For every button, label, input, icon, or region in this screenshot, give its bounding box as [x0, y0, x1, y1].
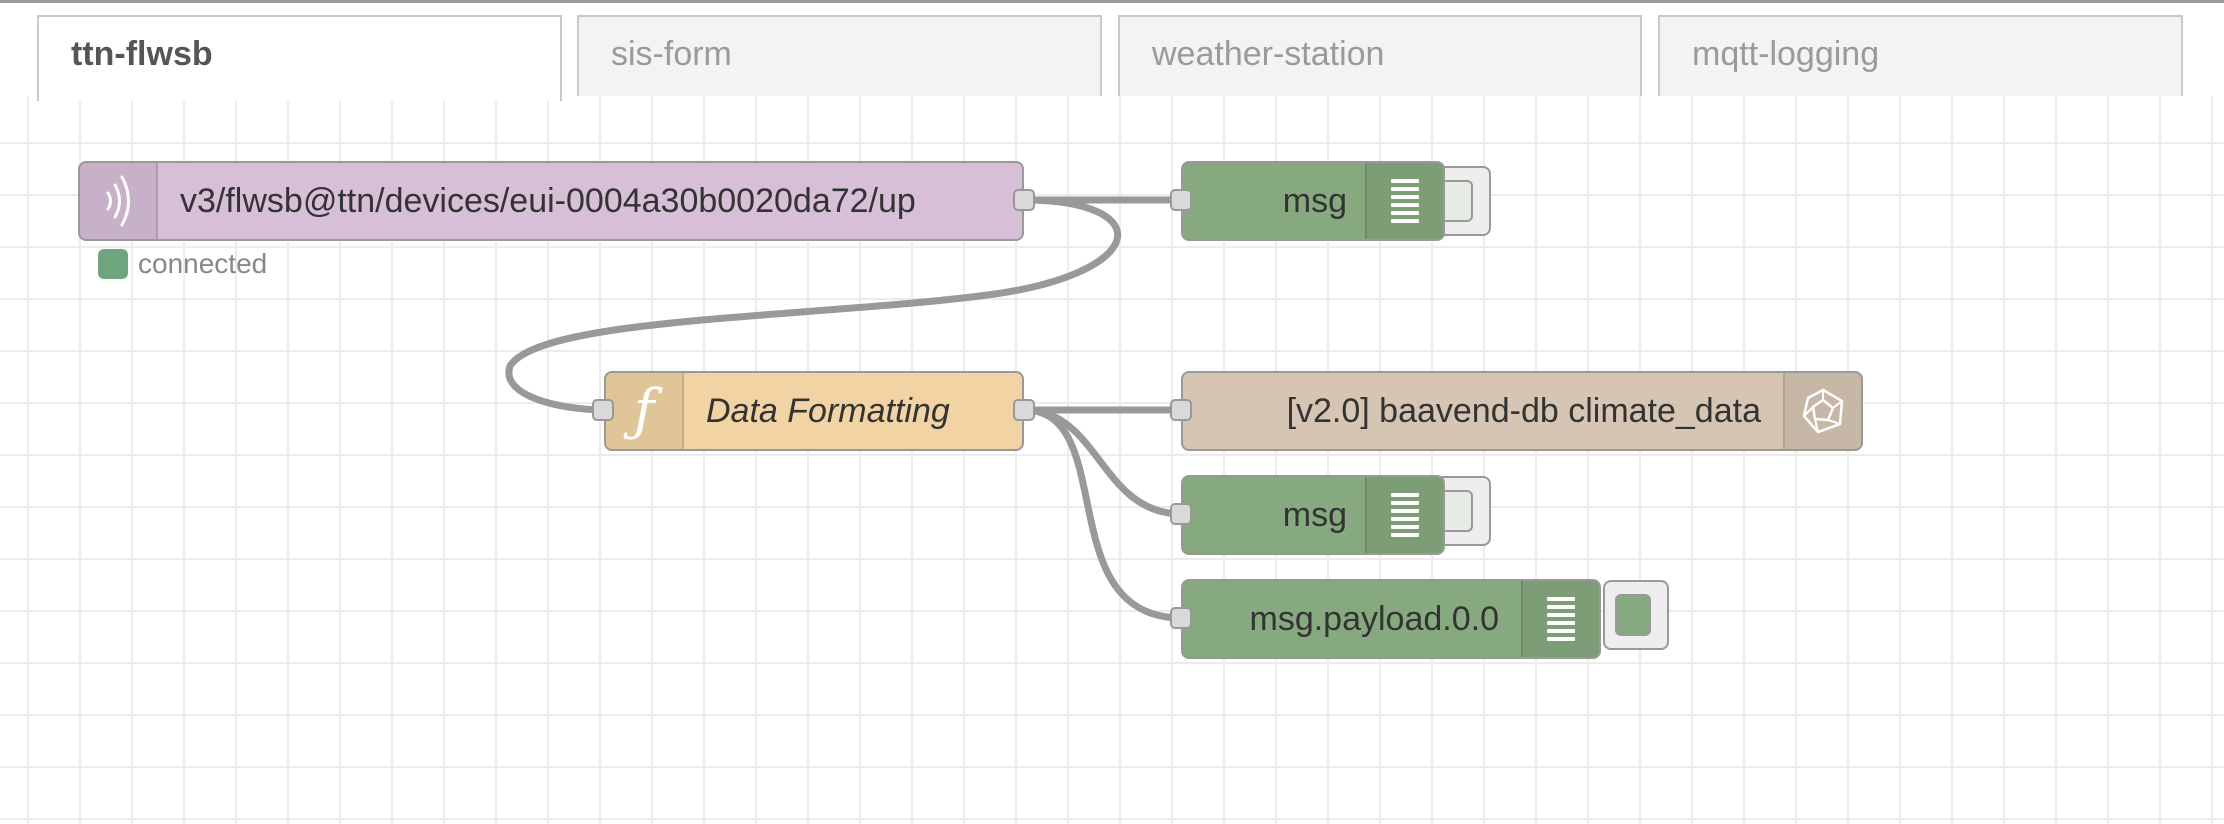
- debug2-label: msg: [1282, 495, 1347, 534]
- database-node-icon: [1783, 373, 1861, 449]
- tab-mqtt-logging[interactable]: mqtt-logging: [1658, 15, 2183, 99]
- status-connected-indicator: [98, 249, 128, 279]
- mqtt-in-label: v3/flwsb@ttn/devices/eui-0004a30b0020da7…: [180, 181, 916, 220]
- debug3-node[interactable]: msg.payload.0.0: [1181, 579, 1601, 659]
- debug2-input-port[interactable]: [1170, 503, 1192, 525]
- tab-bar: ttn-flwsb sis-form weather-station mqtt-…: [0, 0, 2224, 101]
- mqtt-in-status: connected: [98, 248, 267, 280]
- debug3-toggle-button[interactable]: [1603, 580, 1669, 650]
- tab-sis-form[interactable]: sis-form: [577, 15, 1102, 99]
- tab-ttn-flwsb[interactable]: ttn-flwsb: [37, 15, 562, 101]
- debug1-label: msg: [1282, 181, 1347, 220]
- db-input-port[interactable]: [1170, 399, 1192, 421]
- debug3-label: msg.payload.0.0: [1249, 599, 1500, 638]
- mqtt-in-node[interactable]: v3/flwsb@ttn/devices/eui-0004a30b0020da7…: [78, 161, 1024, 241]
- list-lines-icon: [1521, 581, 1599, 657]
- db-out-node[interactable]: [v2.0] baavend-db climate_data: [1181, 371, 1863, 451]
- debug3-input-port[interactable]: [1170, 607, 1192, 629]
- db-out-label: [v2.0] baavend-db climate_data: [1286, 391, 1761, 430]
- radio-waves-icon: [80, 163, 158, 239]
- wire-function-to-debug2[interactable]: [1023, 406, 1183, 518]
- function-label: Data Formatting: [706, 391, 950, 430]
- wire-function-to-debug3[interactable]: [1023, 406, 1183, 622]
- debug3-toggle-indicator: [1615, 594, 1651, 636]
- list-lines-icon: [1365, 163, 1443, 239]
- function-node[interactable]: ƒ Data Formatting: [604, 371, 1024, 451]
- function-output-port[interactable]: [1013, 399, 1035, 421]
- function-input-port[interactable]: [592, 399, 614, 421]
- mqtt-in-status-text: connected: [138, 248, 268, 279]
- debug1-input-port[interactable]: [1170, 189, 1192, 211]
- wires-layer: [505, 196, 1183, 622]
- debug2-node[interactable]: msg: [1181, 475, 1445, 555]
- debug1-node[interactable]: msg: [1181, 161, 1445, 241]
- list-lines-icon: [1365, 477, 1443, 553]
- mqtt-in-output-port[interactable]: [1013, 189, 1035, 211]
- wire-mqtt-to-function[interactable]: [505, 196, 1122, 414]
- tab-weather-station[interactable]: weather-station: [1118, 15, 1642, 99]
- function-icon: ƒ: [606, 373, 684, 449]
- flow-workspace[interactable]: v3/flwsb@ttn/devices/eui-0004a30b0020da7…: [0, 96, 2224, 824]
